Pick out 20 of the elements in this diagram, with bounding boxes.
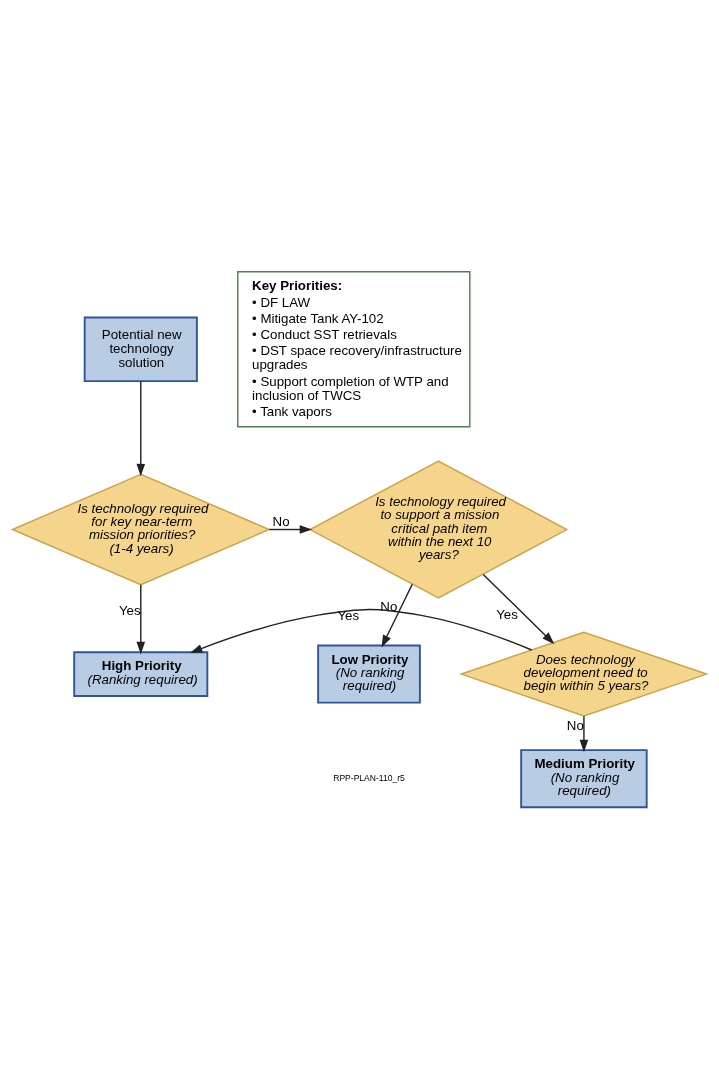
- edge-label: Yes: [118, 602, 141, 618]
- edge-label: No: [272, 513, 290, 529]
- arrow: [136, 380, 146, 476]
- arrow: [268, 524, 313, 534]
- arrow: [136, 583, 146, 654]
- node-box: High Priority (Ranking required): [73, 650, 209, 697]
- node-diamond: Is technology required to support a mission critical path item within the next 10 years?: [308, 459, 569, 599]
- arrow: [190, 608, 533, 653]
- node-diamond: Is technology required for key near-term mission priorities? (1-4 years): [10, 473, 271, 585]
- edge-label: Yes: [496, 606, 518, 622]
- node-box: Potential new technology solution: [83, 316, 198, 382]
- node-box: Low Priority (No ranking required): [317, 644, 421, 704]
- node-box: Medium Priority (No ranking required): [520, 748, 648, 808]
- node-box: Key Priorities: • DF LAW • Mitigate Tank AY-102 • Conduct SST retrievals • DST space recovery/infrastructure upgrades • Support completion of WTP and inclusion of TWCS • Tank vapors: [237, 270, 471, 428]
- label: RPP-PLAN-110_r5: [333, 772, 405, 783]
- edge-label: No: [380, 598, 398, 614]
- arrow: [381, 583, 413, 647]
- arrow: [482, 573, 555, 644]
- edge-label: Yes: [337, 607, 360, 623]
- arrow: [579, 715, 589, 752]
